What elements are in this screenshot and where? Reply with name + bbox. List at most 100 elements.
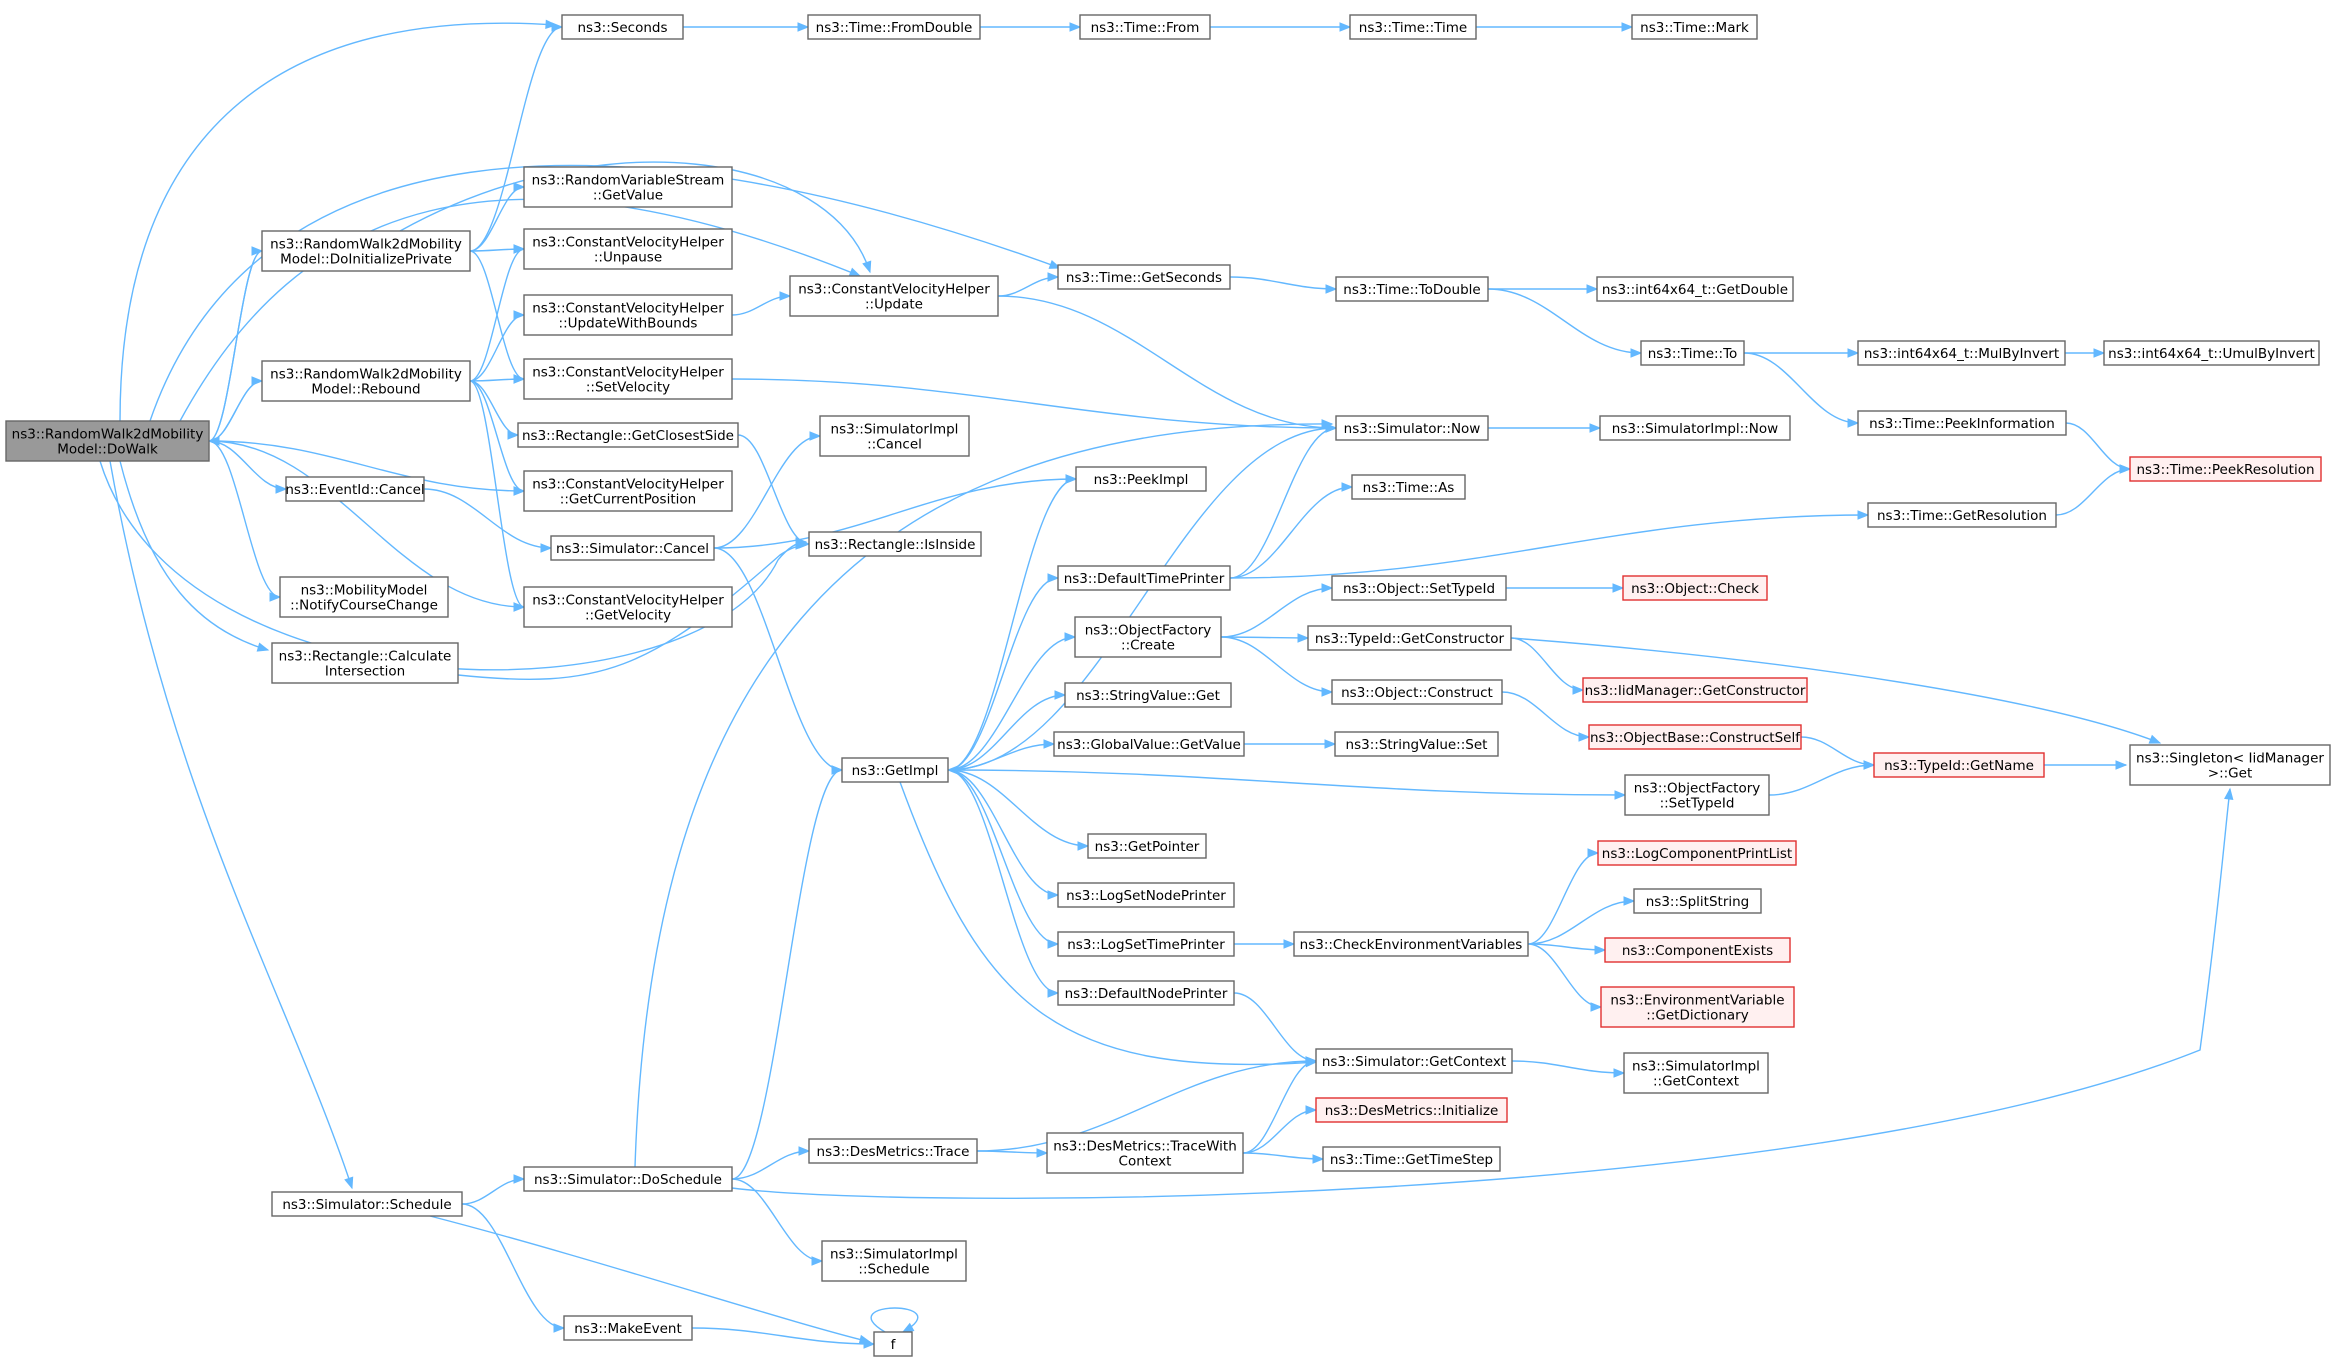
call-edge-checkenv-to-splitstring <box>1527 896 1636 945</box>
node-componentexists[interactable]: ns3::ComponentExists <box>1604 937 1791 963</box>
call-edge-dowalk-to-notifycoursechange <box>208 440 282 602</box>
node-logsetnodeprinter[interactable]: ns3::LogSetNodePrinter <box>1057 882 1235 908</box>
node-timeas[interactable]: ns3::Time::As <box>1351 474 1466 500</box>
node-getconstructor[interactable]: ns3::TypeId::GetConstructor <box>1307 625 1512 651</box>
node-timeto[interactable]: ns3::Time::To <box>1640 340 1745 366</box>
edge-arrowhead <box>1321 419 1334 429</box>
node-simimplgetcontext[interactable]: ns3::SimulatorImpl::GetContext <box>1623 1052 1769 1094</box>
node-box <box>1079 14 1211 40</box>
call-edge-getimpl-to-simgetcontext <box>899 781 1318 1068</box>
node-label: ::GetVelocity <box>585 608 671 624</box>
node-ofcreate[interactable]: ns3::ObjectFactory::Create <box>1074 616 1222 658</box>
node-desinitialize[interactable]: ns3::DesMetrics::Initialize <box>1315 1097 1508 1123</box>
node-simcancel[interactable]: ns3::Simulator::Cancel <box>550 535 715 561</box>
node-getpointer[interactable]: ns3::GetPointer <box>1087 833 1207 859</box>
node-constructself[interactable]: ns3::ObjectBase::ConstructSelf <box>1588 724 1802 750</box>
node-label: ns3::ConstantVelocityHelper <box>532 365 724 381</box>
node-label: ns3::GetImpl <box>852 763 939 779</box>
node-defaultnodeprinter[interactable]: ns3::DefaultNodePrinter <box>1057 980 1235 1006</box>
node-label: ::GetValue <box>593 188 663 204</box>
node-updatewithbounds[interactable]: ns3::ConstantVelocityHelper::UpdateWithB… <box>523 294 733 336</box>
call-edge-simschedule-to-simdoschedule <box>461 1174 526 1205</box>
node-objectcheck[interactable]: ns3::Object::Check <box>1622 575 1768 601</box>
node-isinside[interactable]: ns3::Rectangle::IsInside <box>808 531 982 557</box>
call-edge-getimpl-to-peekimpl <box>947 474 1078 771</box>
node-simimplschedule[interactable]: ns3::SimulatorImpl::Schedule <box>821 1240 967 1282</box>
node-seconds[interactable]: ns3::Seconds <box>561 14 684 40</box>
call-edge-ofcreate-to-settypeid <box>1220 583 1334 638</box>
node-singletonget[interactable]: ns3::Singleton< IidManager >::Get <box>2129 744 2331 786</box>
node-getclosestside[interactable]: ns3::Rectangle::GetClosestSide <box>517 422 739 448</box>
node-box <box>1334 731 1499 757</box>
node-gettimestep[interactable]: ns3::Time::GetTimeStep <box>1322 1146 1501 1172</box>
edge-arrowhead <box>1305 1056 1318 1066</box>
node-cvhupdate[interactable]: ns3::ConstantVelocityHelper::Update <box>789 275 999 317</box>
node-peekimpl[interactable]: ns3::PeekImpl <box>1075 466 1207 492</box>
node-simimplcancel[interactable]: ns3::SimulatorImpl::Cancel <box>819 415 970 457</box>
node-splitstring[interactable]: ns3::SplitString <box>1633 888 1762 914</box>
node-mulbyinvert[interactable]: ns3::int64x64_t::MulByInvert <box>1857 340 2066 366</box>
node-getcurrentposition[interactable]: ns3::ConstantVelocityHelper::GetCurrentP… <box>523 470 733 512</box>
node-label: ns3::ConstantVelocityHelper <box>798 282 990 298</box>
node-rvsgetvalue[interactable]: ns3::RandomVariableStream::GetValue <box>523 166 733 208</box>
node-getseconds[interactable]: ns3::Time::GetSeconds <box>1057 264 1231 290</box>
edge-arrowhead <box>1297 633 1310 643</box>
call-edge-dowalk-to-calcintersection <box>119 460 270 652</box>
node-envgetdictionary[interactable]: ns3::EnvironmentVariable::GetDictionary <box>1600 986 1795 1028</box>
node-fromdouble[interactable]: ns3::Time::FromDouble <box>807 14 981 40</box>
node-umulbyinvert[interactable]: ns3::int64x64_t::UmulByInvert <box>2103 340 2320 366</box>
node-stringvalueget[interactable]: ns3::StringValue::Get <box>1064 682 1232 708</box>
node-box <box>1588 724 1802 750</box>
node-stringvalueset[interactable]: ns3::StringValue::Set <box>1334 731 1499 757</box>
node-simgetcontext[interactable]: ns3::Simulator::GetContext <box>1315 1048 1513 1074</box>
edge-line <box>1220 636 1333 693</box>
node-typeidgetname[interactable]: ns3::TypeId::GetName <box>1873 752 2045 778</box>
node-eventidcancel[interactable]: ns3::EventId::Cancel <box>285 476 425 502</box>
node-doinit[interactable]: ns3::RandomWalk2dMobilityModel::DoInitia… <box>261 230 471 272</box>
node-time[interactable]: ns3::Time::Time <box>1349 14 1477 40</box>
edge-arrowhead <box>1612 583 1625 593</box>
node-label: ns3::Time::As <box>1363 480 1455 496</box>
node-ofsettypeid[interactable]: ns3::ObjectFactory::SetTypeId <box>1624 774 1770 816</box>
node-mark[interactable]: ns3::Time::Mark <box>1631 14 1758 40</box>
node-simschedule[interactable]: ns3::Simulator::Schedule <box>271 1191 463 1217</box>
node-simimplnow[interactable]: ns3::SimulatorImpl::Now <box>1599 415 1791 441</box>
node-getimpl[interactable]: ns3::GetImpl <box>841 757 949 783</box>
node-setvelocity[interactable]: ns3::ConstantVelocityHelper::SetVelocity <box>523 358 733 400</box>
node-box <box>1057 264 1231 290</box>
edge-arrowhead <box>1847 418 1860 428</box>
node-box <box>1046 1132 1244 1174</box>
node-iidgetconstructor[interactable]: ns3::IidManager::GetConstructor <box>1582 677 1808 703</box>
node-from[interactable]: ns3::Time::From <box>1079 14 1211 40</box>
node-getresolution[interactable]: ns3::Time::GetResolution <box>1867 502 2057 528</box>
call-edge-from-to-time <box>1210 22 1352 32</box>
node-destrace[interactable]: ns3::DesMetrics::Trace <box>808 1138 978 1164</box>
node-box <box>1322 1146 1501 1172</box>
node-peekinformation[interactable]: ns3::Time::PeekInformation <box>1857 410 2067 436</box>
node-peekresolution[interactable]: ns3::Time::PeekResolution <box>2129 456 2322 482</box>
node-makeevent[interactable]: ns3::MakeEvent <box>563 1315 693 1341</box>
node-unpause[interactable]: ns3::ConstantVelocityHelper::Unpause <box>523 228 733 270</box>
node-logcomponentprintlist[interactable]: ns3::LogComponentPrintList <box>1597 840 1797 866</box>
edge-line <box>870 1307 919 1333</box>
node-checkenv[interactable]: ns3::CheckEnvironmentVariables <box>1293 931 1529 957</box>
node-simnow[interactable]: ns3::Simulator::Now <box>1335 415 1489 441</box>
node-f[interactable]: f <box>873 1331 913 1357</box>
node-label: ns3::ConstantVelocityHelper <box>532 477 724 493</box>
node-getdouble[interactable]: ns3::int64x64_t::GetDouble <box>1596 276 1794 302</box>
node-simdoschedule[interactable]: ns3::Simulator::DoSchedule <box>523 1166 733 1192</box>
node-notifycoursechange[interactable]: ns3::MobilityModel::NotifyCourseChange <box>279 576 449 618</box>
node-logsettimeprinter[interactable]: ns3::LogSetTimePrinter <box>1057 931 1235 957</box>
node-getvelocity[interactable]: ns3::ConstantVelocityHelper::GetVelocity <box>523 586 733 628</box>
node-globalgetvalue[interactable]: ns3::GlobalValue::GetValue <box>1053 731 1245 757</box>
node-objectconstruct[interactable]: ns3::Object::Construct <box>1331 679 1503 705</box>
node-defaulttimeprinter[interactable]: ns3::DefaultTimePrinter <box>1057 565 1231 591</box>
node-label: ns3::Simulator::DoSchedule <box>534 1172 722 1188</box>
node-label: Model::DoWalk <box>57 442 158 458</box>
node-settypeid[interactable]: ns3::Object::SetTypeId <box>1331 575 1507 601</box>
node-todouble[interactable]: ns3::Time::ToDouble <box>1335 276 1489 302</box>
